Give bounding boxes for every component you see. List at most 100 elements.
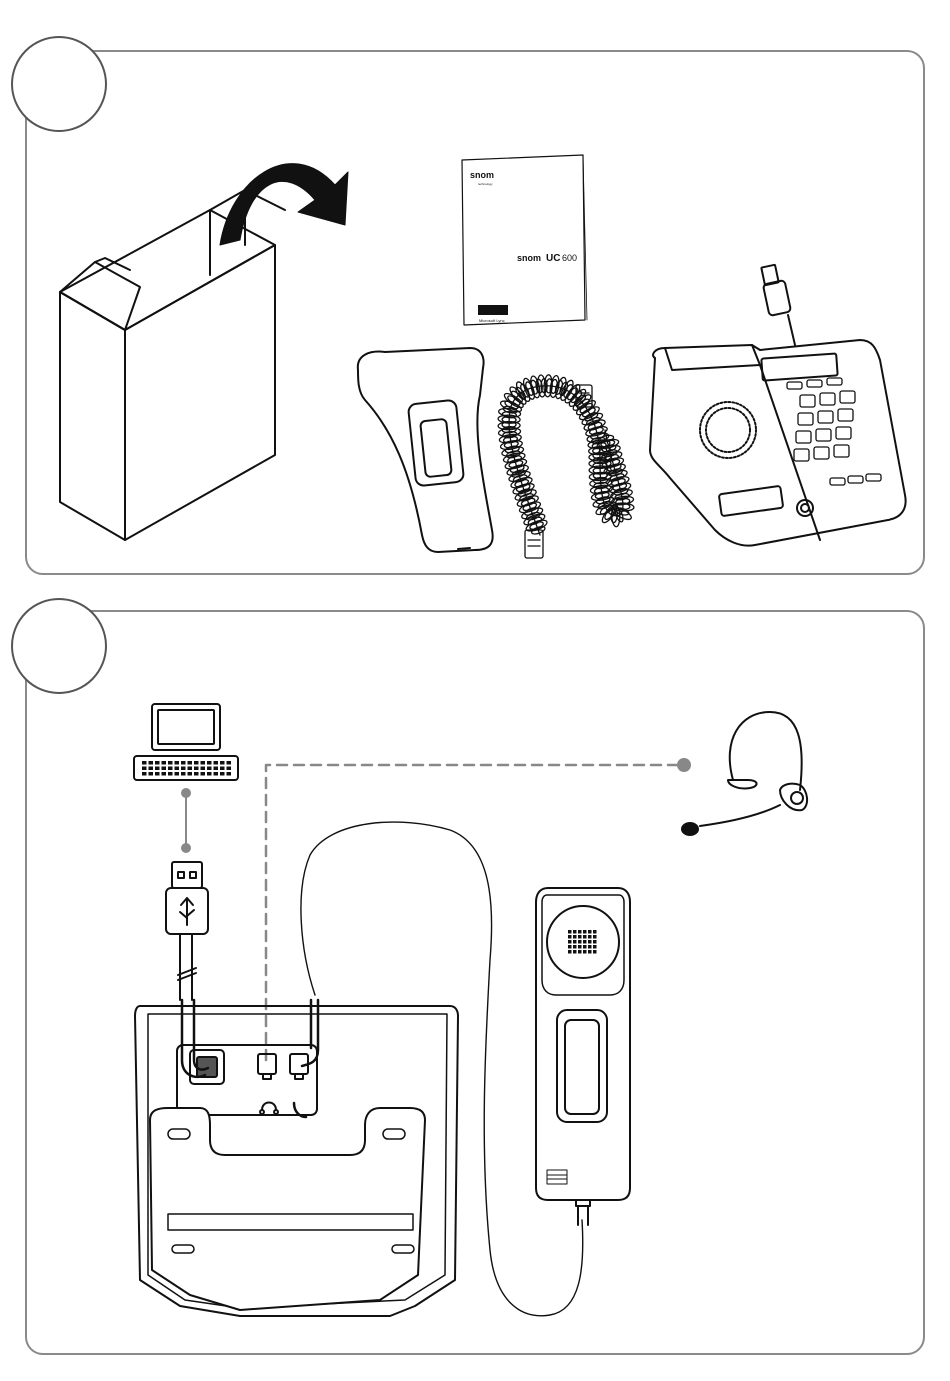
- keypad-key: [796, 431, 811, 443]
- grille-hole: [593, 950, 597, 954]
- grille-hole: [593, 930, 597, 934]
- keyboard-key: [194, 761, 199, 765]
- keyboard-key: [162, 767, 167, 771]
- keyboard-key: [168, 772, 173, 776]
- keyboard-key: [214, 767, 219, 771]
- headset-port-icon: [258, 1054, 278, 1114]
- grille-hole: [593, 940, 597, 944]
- keyboard-key: [201, 772, 206, 776]
- grille-hole: [568, 950, 572, 954]
- keyboard-key: [227, 767, 232, 771]
- manual-brand-sub: technology: [478, 182, 493, 186]
- keyboard-key: [194, 772, 199, 776]
- keypad-key: [820, 393, 835, 405]
- grille-hole: [588, 945, 592, 949]
- grille-hole: [578, 930, 582, 934]
- grille-hole: [573, 945, 577, 949]
- keyboard-key: [181, 772, 186, 776]
- keyboard-key: [214, 772, 219, 776]
- grille-hole: [568, 935, 572, 939]
- keyboard-key: [155, 767, 160, 771]
- grille-hole: [573, 935, 577, 939]
- keyboard-key: [175, 767, 180, 771]
- handset-port-icon: [290, 1000, 318, 1117]
- headset-icon: [682, 712, 807, 835]
- usb-connector-dot: [181, 843, 191, 853]
- grille-hole: [593, 935, 597, 939]
- keyboard-key: [142, 761, 147, 765]
- manual-product-model: UC: [546, 253, 560, 264]
- grille-hole: [593, 945, 597, 949]
- grille-hole: [568, 945, 572, 949]
- keyboard-key: [220, 767, 225, 771]
- grille-hole: [573, 930, 577, 934]
- keypad-key: [798, 413, 813, 425]
- handset-icon: [536, 888, 630, 1225]
- keyboard-key: [207, 761, 212, 765]
- keyboard-key: [207, 767, 212, 771]
- keyboard-key: [201, 761, 206, 765]
- usb-plug-icon: [761, 265, 795, 345]
- grille-hole: [578, 940, 582, 944]
- keyboard-key: [149, 767, 154, 771]
- keyboard-key: [149, 772, 154, 776]
- keypad-key: [840, 391, 855, 403]
- grille-hole: [578, 950, 582, 954]
- grille-hole: [568, 940, 572, 944]
- keyboard-key: [168, 761, 173, 765]
- manual-product-brand: snom: [517, 253, 541, 263]
- computer-connector-dot: [181, 788, 191, 798]
- function-key: [807, 380, 822, 387]
- manual-icon: [462, 155, 587, 325]
- keyboard-key: [201, 767, 206, 771]
- grille-hole: [588, 940, 592, 944]
- handset-icon: [358, 348, 493, 552]
- manual-footer: Microsoft Lync: [479, 318, 505, 323]
- function-key: [830, 478, 845, 485]
- grille-hole: [583, 945, 587, 949]
- keyboard-key: [175, 761, 180, 765]
- coil-loops: [498, 375, 634, 533]
- keyboard-key: [142, 772, 147, 776]
- keyboard-key: [227, 761, 232, 765]
- curved-arrow-icon: [220, 164, 348, 245]
- headset-dashed-line: [266, 765, 683, 1060]
- keyboard-key: [155, 772, 160, 776]
- keyboard-key: [220, 761, 225, 765]
- keyboard-key: [220, 772, 225, 776]
- keyboard-key: [142, 767, 147, 771]
- usb-plug-icon: [166, 862, 208, 1000]
- grille-hole: [583, 930, 587, 934]
- keypad-key: [816, 429, 831, 441]
- keypad-key: [834, 445, 849, 457]
- phone-base-rear-icon: [135, 1000, 458, 1316]
- keyboard-key: [168, 767, 173, 771]
- function-key: [866, 474, 881, 481]
- manual-brand: snom: [470, 170, 494, 180]
- keyboard-key: [162, 772, 167, 776]
- grille-hole: [583, 950, 587, 954]
- grille-hole: [583, 935, 587, 939]
- keypad-key: [836, 427, 851, 439]
- keyboard-key: [181, 767, 186, 771]
- keypad-key: [800, 395, 815, 407]
- grille-hole: [588, 930, 592, 934]
- function-key: [787, 382, 802, 389]
- keyboard-key: [227, 772, 232, 776]
- function-key: [848, 476, 863, 483]
- function-key: [827, 378, 842, 385]
- keyboard-key: [188, 772, 193, 776]
- keyboard-key: [155, 761, 160, 765]
- keyboard-key: [194, 767, 199, 771]
- grille-hole: [578, 945, 582, 949]
- keypad-key: [794, 449, 809, 461]
- keypad-key: [838, 409, 853, 421]
- keyboard-key: [175, 772, 180, 776]
- keyboard-key: [207, 772, 212, 776]
- grille-hole: [588, 935, 592, 939]
- grille-hole: [583, 940, 587, 944]
- grille-hole: [578, 935, 582, 939]
- keypad-key: [818, 411, 833, 423]
- open-box-icon: [60, 190, 285, 540]
